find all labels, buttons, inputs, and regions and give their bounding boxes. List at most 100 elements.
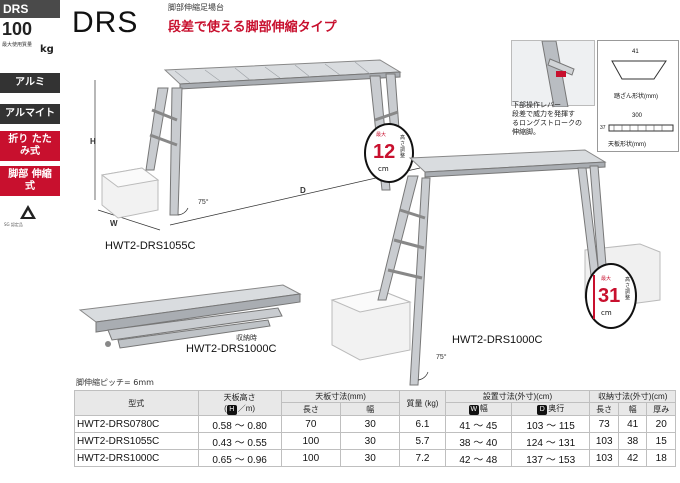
- adjust-12-top: 最大: [376, 132, 387, 138]
- lever-desc-line-2: 段差で威力を発揮す: [512, 110, 575, 118]
- th-stored: 収納寸法(外寸)(cm): [589, 390, 676, 403]
- adjust-12-unit: cm: [378, 165, 389, 173]
- th-height: 天板高さ (H／m): [197, 390, 282, 416]
- cert-text: SG 認定品: [4, 222, 23, 227]
- cell-width: 30: [340, 449, 401, 467]
- spec-table: 型式 天板高さ (H／m) 天板寸法(mm) 質量 (kg) 設置寸法(外寸)(…: [74, 390, 676, 467]
- cell-st-w: 38: [617, 432, 648, 450]
- cell-width: 30: [340, 415, 401, 433]
- tag-aluminum: アルミ: [0, 73, 60, 93]
- brace-label: 踏ざん形状(mm): [614, 94, 658, 100]
- page-subtitle: 脚部伸縮足場台: [168, 3, 224, 12]
- w-badge: W: [468, 405, 479, 415]
- adjust-31-unit: cm: [601, 309, 612, 317]
- th-st-t: 厚み: [646, 402, 676, 416]
- th-weight: 質量 (kg): [399, 390, 446, 416]
- th-top-size: 天板寸法(mm): [280, 390, 401, 403]
- cell-inst-w: 42 ～ 48: [444, 449, 513, 467]
- cell-st-t: 18: [646, 449, 676, 467]
- max-load-unit: kg: [40, 44, 54, 55]
- cell-st-l: 103: [589, 449, 619, 467]
- cell-st-l: 73: [589, 415, 619, 433]
- lever-description: 下部操作レバー 段差で威力を発揮す るロングストロークの 伸縮脚。: [512, 101, 582, 137]
- dim-w-label: W: [110, 219, 118, 228]
- max-load-label: 最大使用質量: [2, 42, 33, 48]
- th-length: 長さ: [280, 402, 342, 416]
- adjust-12-num: 12: [373, 141, 396, 163]
- cell-width: 30: [340, 432, 401, 450]
- top-label: 天板形状(mm): [608, 142, 646, 148]
- sg-cert-icon: [20, 205, 36, 219]
- h-badge: H: [226, 404, 237, 415]
- cell-inst-w: 41 ～ 45: [444, 415, 513, 433]
- cell-model: HWT2-DRS0780C: [74, 415, 199, 433]
- cell-inst-d: 124 ～ 131: [511, 432, 591, 450]
- page-title: DRS: [72, 6, 139, 39]
- cell-length: 70: [280, 415, 342, 433]
- series-badge: DRS: [0, 0, 60, 18]
- cell-height: 0.58 ～ 0.80: [197, 415, 282, 433]
- table-row: HWT2-DRS1000C 0.65 ～ 0.96 100 30 7.2 42 …: [74, 449, 676, 467]
- lever-inset-photo: [511, 40, 595, 108]
- section-drawings: 41 踏ざん形状(mm) 300 37 天板形状(mm): [597, 40, 679, 152]
- th-installed: 設置寸法(外寸)(cm): [444, 390, 591, 403]
- cell-weight: 6.1: [399, 415, 446, 433]
- adjust-12-side: 高さ調整: [400, 135, 406, 159]
- lever-desc-line-1: 下部操作レバー: [512, 101, 561, 109]
- folded-label: 収納時: [236, 335, 257, 342]
- adjust-31-num: 31: [598, 285, 621, 307]
- cell-st-l: 103: [589, 432, 619, 450]
- cell-inst-d: 137 ～ 153: [511, 449, 591, 467]
- model-label-right: HWT2-DRS1000C: [452, 334, 543, 346]
- table-row: HWT2-DRS0780C 0.58 ～ 0.80 70 30 6.1 41 ～…: [74, 415, 676, 433]
- lever-desc-line-3: るロングストロークの: [512, 119, 582, 127]
- cell-model: HWT2-DRS1000C: [74, 449, 199, 467]
- th-width: 幅: [340, 402, 401, 416]
- cell-height: 0.65 ～ 0.96: [197, 449, 282, 467]
- cell-length: 100: [280, 432, 342, 450]
- top-side-dim: 37: [600, 125, 606, 131]
- tag-folding: 折り たたみ式: [0, 131, 60, 161]
- lever-desc-line-4: 伸縮脚。: [512, 128, 540, 136]
- sidebar: DRS 100 最大使用質量 kg アルミ アルマイト 折り たたみ式 脚部 伸…: [0, 0, 60, 483]
- cell-height: 0.43 ～ 0.55: [197, 432, 282, 450]
- dim-d-label: D: [300, 186, 306, 195]
- model-label-main: HWT2-DRS1055C: [105, 240, 196, 252]
- dim-h-label: H: [90, 137, 96, 146]
- folded-product-illustration: [78, 284, 302, 349]
- top-dim: 300: [632, 113, 643, 119]
- th-inst-d-label: 奥行: [548, 404, 565, 413]
- adjust-badge-12: 最大 12 cm 高さ調整: [364, 123, 414, 183]
- cell-length: 100: [280, 449, 342, 467]
- angle-label-main: 75°: [198, 199, 209, 206]
- adjust-31-arrow: [593, 275, 595, 319]
- cell-weight: 7.2: [399, 449, 446, 467]
- th-model: 型式: [74, 390, 199, 416]
- pitch-note: 脚伸縮ピッチ= 6mm: [76, 378, 154, 387]
- th-inst-w-label: 幅: [479, 404, 488, 413]
- cell-st-w: 41: [617, 415, 648, 433]
- brace-dim: 41: [632, 49, 639, 55]
- model-label-folded: HWT2-DRS1000C: [186, 343, 277, 355]
- cell-weight: 5.7: [399, 432, 446, 450]
- cell-st-t: 20: [646, 415, 676, 433]
- angle-label-right: 75°: [436, 354, 447, 361]
- d-badge: D: [537, 405, 548, 415]
- adjust-badge-31: 最大 31 cm 高さ調整: [585, 263, 637, 329]
- adjust-31-side: 高さ調整: [625, 277, 631, 301]
- cell-st-t: 15: [646, 432, 676, 450]
- th-st-w: 幅: [617, 402, 648, 416]
- cell-st-w: 42: [617, 449, 648, 467]
- max-load-value: 100: [2, 19, 33, 39]
- th-height-unit: ／m): [237, 403, 256, 413]
- cell-inst-w: 38 ～ 40: [444, 432, 513, 450]
- tag-alumite: アルマイト: [0, 104, 60, 124]
- adjust-31-top: 最大: [601, 276, 612, 282]
- page-tagline: 段差で使える脚部伸縮タイプ: [168, 20, 337, 35]
- cell-model: HWT2-DRS1055C: [74, 432, 199, 450]
- tag-telescopic-legs: 脚部 伸縮式: [0, 166, 60, 196]
- th-st-l: 長さ: [589, 402, 619, 416]
- th-height-label: 天板高さ: [223, 392, 256, 402]
